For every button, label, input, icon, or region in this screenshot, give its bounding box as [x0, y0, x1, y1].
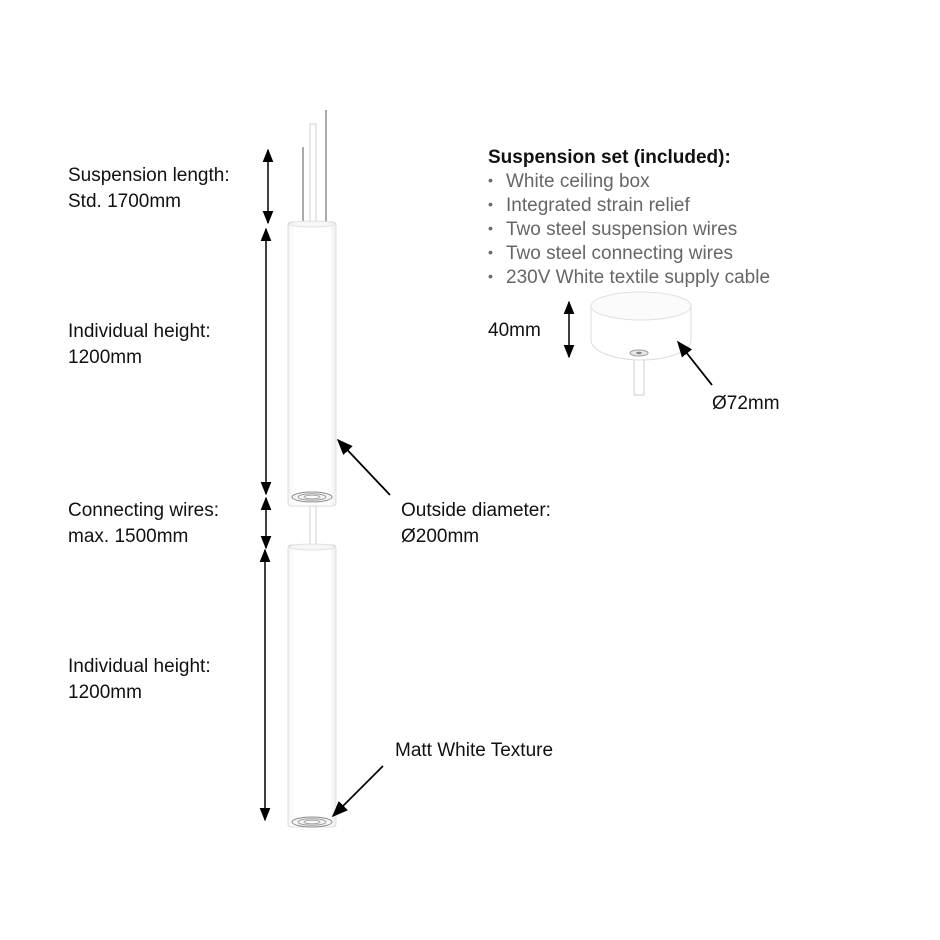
- outside-diameter-label: Outside diameter: Ø200mm: [401, 500, 551, 547]
- individual-height-label-2: Individual height: 1200mm: [68, 656, 211, 703]
- connecting-wires-label: Connecting wires: max. 1500mm: [68, 500, 220, 547]
- list-item: •Integrated strain relief: [488, 195, 690, 216]
- finish-label: Matt White Texture: [395, 740, 554, 761]
- list-item: •Two steel connecting wires: [488, 243, 734, 264]
- list-item: •230V White textile supply cable: [488, 267, 771, 288]
- upper-tube: [287, 220, 337, 507]
- list-item: •Two steel suspension wires: [488, 219, 738, 240]
- box-height-label: 40mm: [488, 320, 541, 341]
- individual-height-label-1: Individual height: 1200mm: [68, 321, 211, 368]
- finish-pointer: [331, 765, 384, 818]
- connecting-cable: [309, 505, 317, 547]
- box-diameter-label: Ø72mm: [712, 393, 780, 414]
- outside-diameter-pointer: [336, 438, 391, 496]
- suspension-set-info: Suspension set (included): •White ceilin…: [488, 147, 770, 289]
- supply-cable: [309, 123, 317, 225]
- ceiling-box: [590, 291, 692, 396]
- suspension-length-label: Suspension length: Std. 1700mm: [68, 165, 230, 212]
- lower-tube: [287, 543, 337, 828]
- list-item: •White ceiling box: [488, 171, 650, 192]
- suspension-set-title: Suspension set (included):: [488, 147, 731, 168]
- suspension-set-list: •White ceiling box •Integrated strain re…: [488, 169, 770, 289]
- box-diameter-pointer: [676, 340, 713, 386]
